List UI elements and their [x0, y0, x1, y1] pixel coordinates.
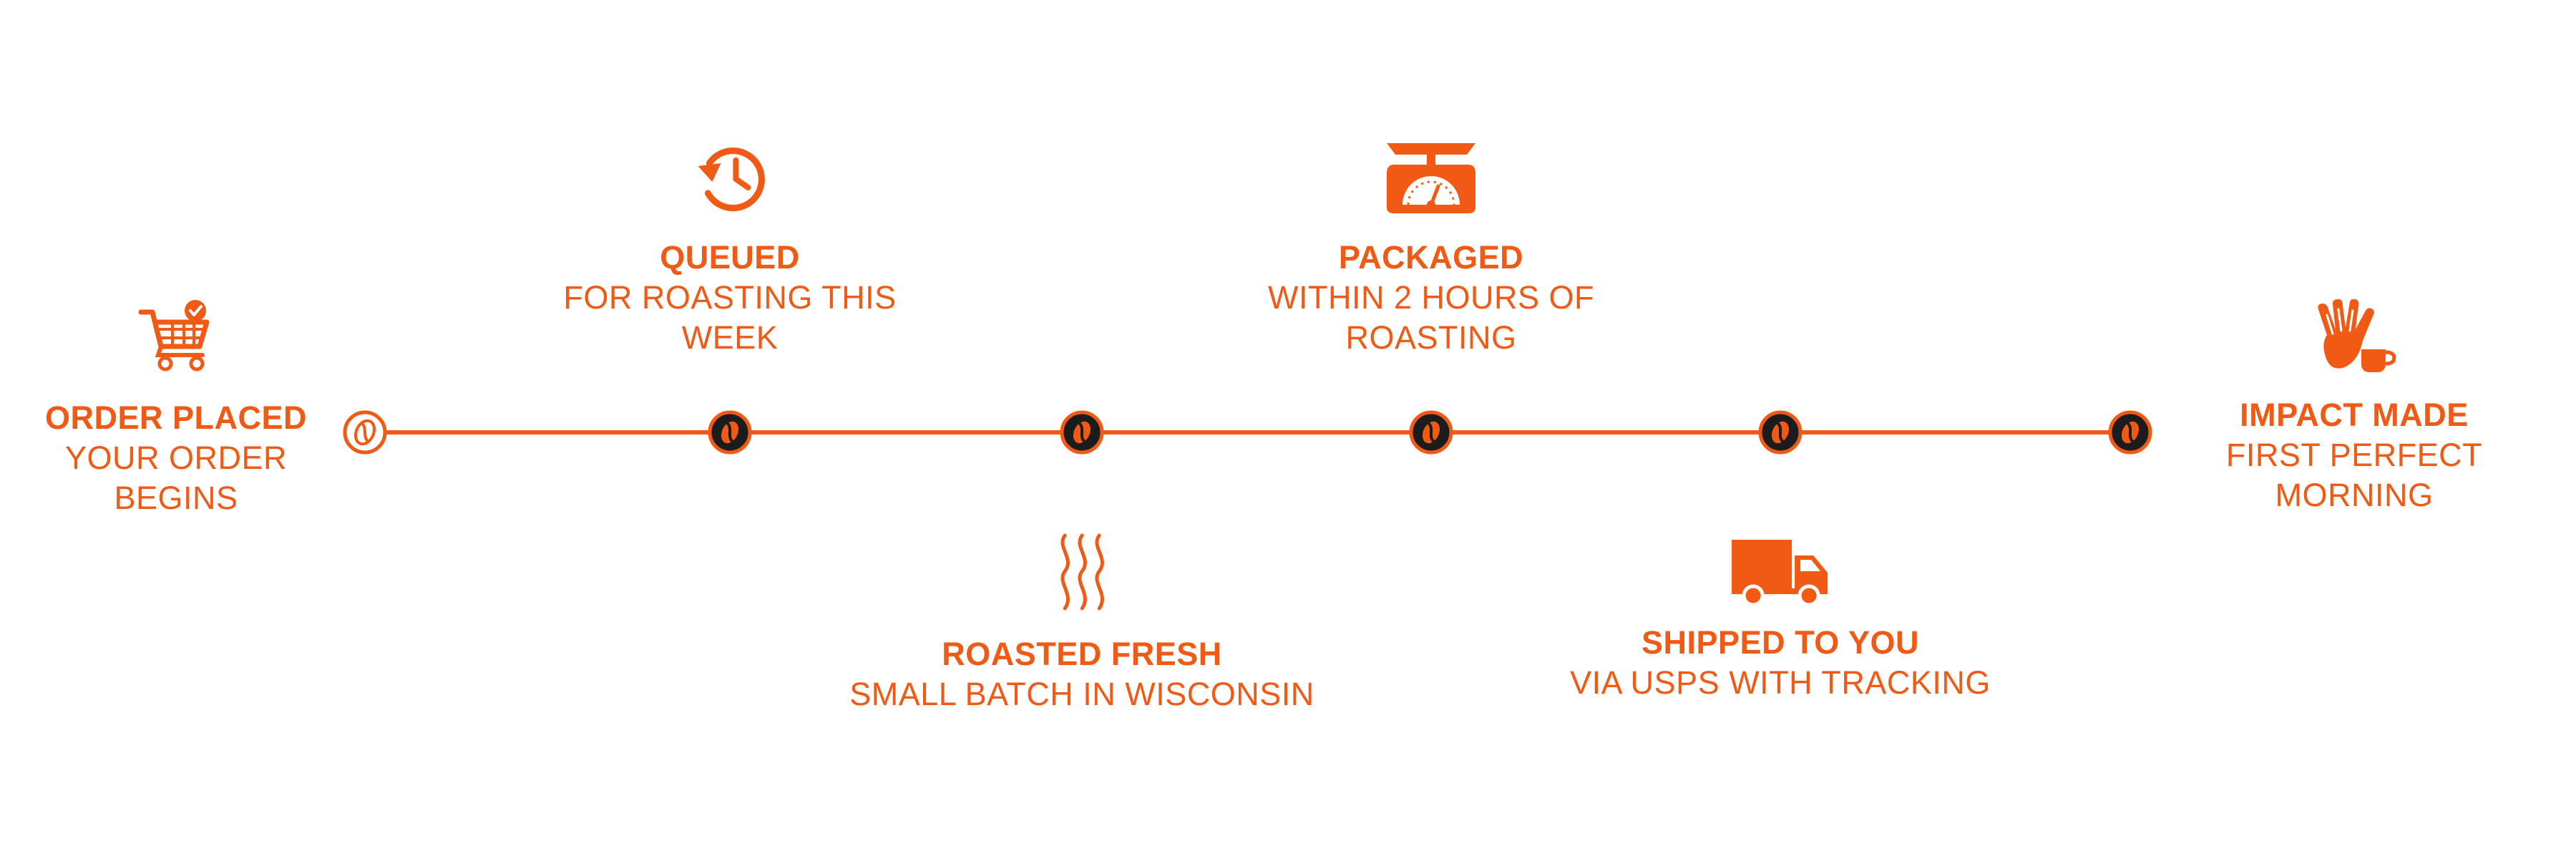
coffee-bean-icon [343, 410, 387, 455]
step-subtitle-line: FIRST PERFECT [2225, 437, 2483, 473]
step-subtitle-line: WEEK [681, 319, 779, 356]
timeline-node-1 [343, 410, 387, 455]
step-subtitle-line: WITHIN 2 HOURS OF [1268, 279, 1594, 316]
coffee-bean-icon [1409, 410, 1453, 455]
step-subtitle-line: ROASTING [1345, 319, 1517, 356]
coffee-bean-icon [1060, 410, 1104, 455]
step-subtitle-line: SMALL BATCH IN WISCONSIN [849, 676, 1314, 712]
step-packaged: PACKAGED WITHIN 2 HOURS OF ROASTING [1268, 136, 1594, 358]
timeline-node-3 [1060, 410, 1104, 455]
history-clock-icon [697, 147, 765, 212]
step-roasted-fresh: ROASTED FRESH SMALL BATCH IN WISCONSIN [849, 530, 1314, 714]
coffee-bean-icon [1758, 410, 1802, 455]
step-impact-made: IMPACT MADE FIRST PERFECT MORNING [2226, 299, 2482, 515]
step-subtitle-line: YOUR ORDER [64, 440, 288, 476]
timeline-node-5 [1758, 410, 1802, 455]
steam-heat-icon [1060, 533, 1104, 611]
step-queued: QUEUED FOR ROASTING THIS WEEK [563, 139, 896, 358]
timeline-line [365, 430, 2132, 435]
shopping-cart-check-icon [138, 300, 210, 372]
coffee-bean-icon [708, 410, 752, 455]
step-title: IMPACT MADE [2240, 397, 2469, 433]
step-title: SHIPPED TO YOU [1641, 624, 1919, 661]
step-title: ROASTED FRESH [942, 636, 1222, 672]
step-subtitle-line: BEGINS [114, 480, 238, 516]
step-order-placed: ORDER PLACED YOUR ORDER BEGINS [45, 299, 307, 518]
weighing-scale-icon [1387, 143, 1475, 213]
hand-with-mug-icon [2318, 299, 2396, 372]
step-title: ORDER PLACED [44, 399, 308, 436]
step-shipped: SHIPPED TO YOU VIA USPS WITH TRACKING [1570, 535, 1991, 703]
step-subtitle-line: MORNING [2275, 477, 2434, 513]
delivery-truck-icon [1731, 540, 1828, 607]
timeline-node-2 [708, 410, 752, 455]
timeline-node-4 [1409, 410, 1453, 455]
step-title: QUEUED [660, 239, 800, 276]
step-subtitle-line: VIA USPS WITH TRACKING [1570, 664, 1991, 701]
step-title: PACKAGED [1338, 239, 1524, 276]
timeline-node-6 [2108, 410, 2152, 455]
step-subtitle-line: FOR ROASTING THIS [563, 279, 897, 316]
coffee-bean-icon [2108, 410, 2152, 455]
